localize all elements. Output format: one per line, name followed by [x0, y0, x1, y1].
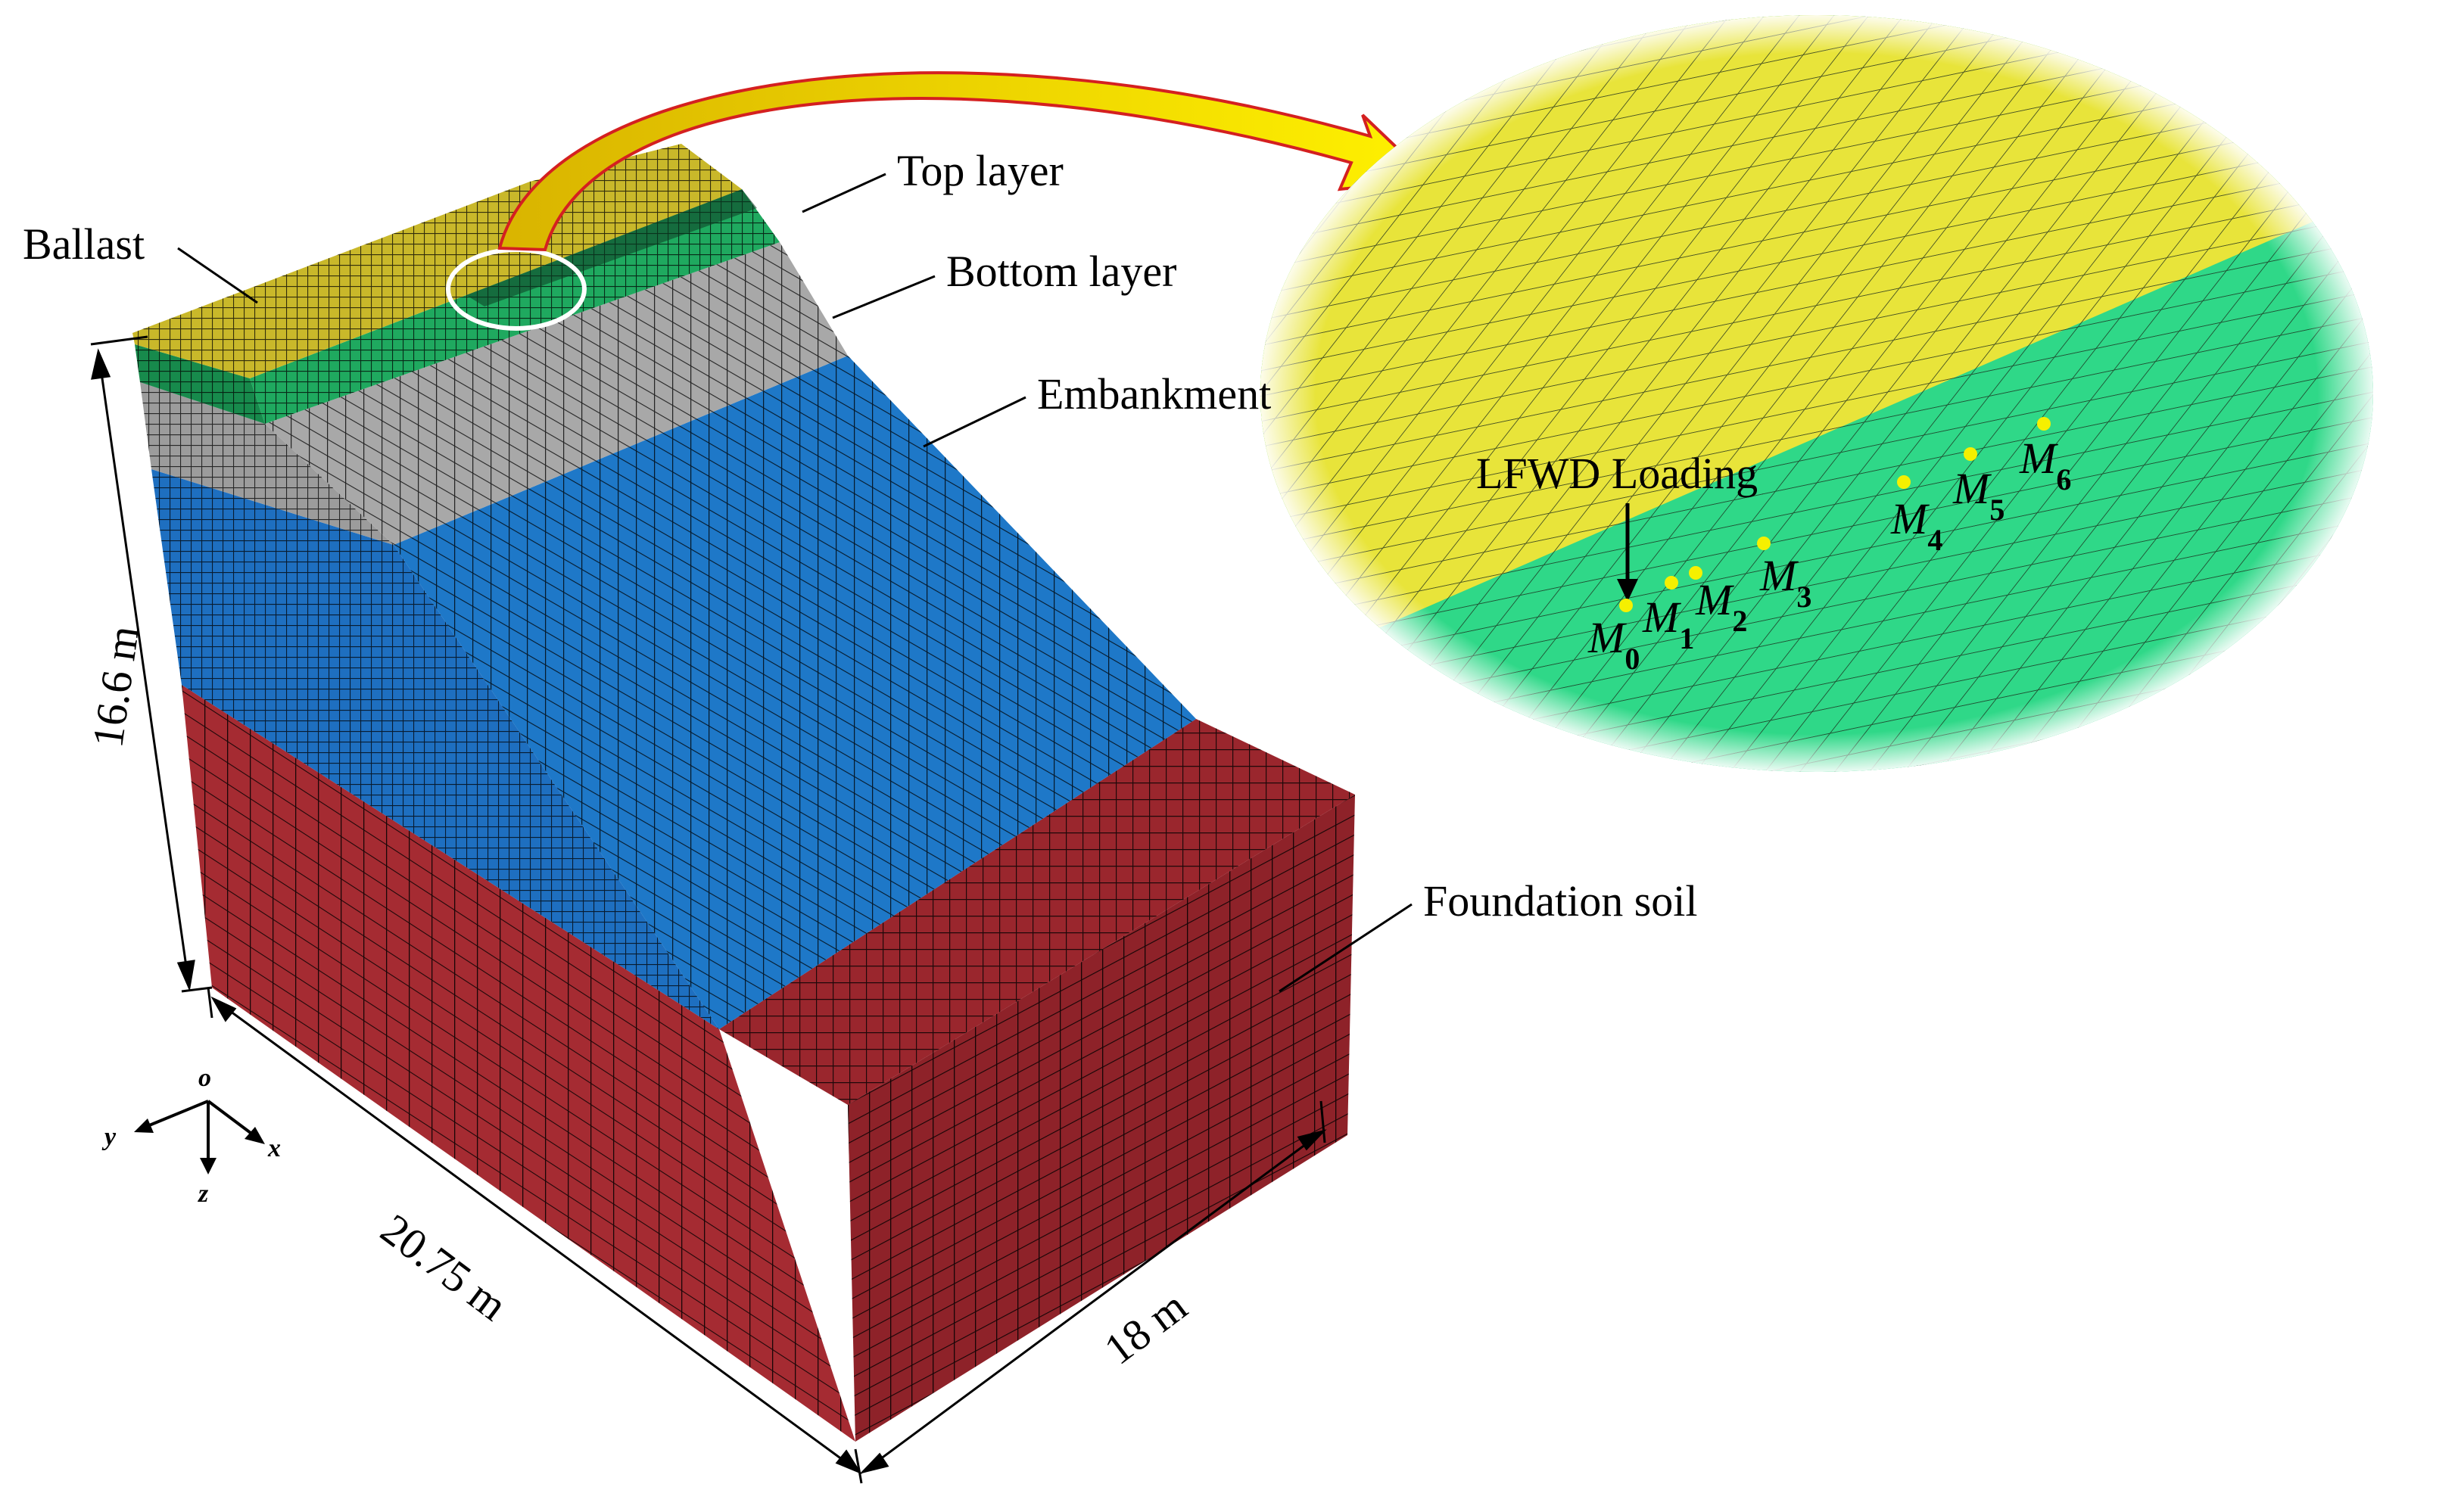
- measurement-point-dot: [1689, 566, 1702, 580]
- axis-y-label: y: [101, 1123, 117, 1151]
- lfwd-loading-label: LFWD Loading: [1476, 449, 1758, 498]
- axes-triad: [134, 1100, 265, 1174]
- length-dimension-label: 20.75 m: [372, 1204, 516, 1330]
- height-dimension: [90, 335, 213, 993]
- axis-x-label: x: [267, 1134, 281, 1162]
- lfwd-arrow: [1617, 503, 1638, 602]
- embankment-model: [132, 144, 1355, 1442]
- measurement-point-dot: [1897, 475, 1911, 489]
- measurement-point-dot: [2037, 417, 2051, 431]
- inset-zoom: [1260, 15, 2373, 772]
- ballast-label: Ballast: [23, 219, 145, 269]
- measurement-point-dot: [1665, 576, 1678, 590]
- axis-z-label: z: [198, 1180, 209, 1208]
- measurement-point-dot: [1757, 537, 1771, 550]
- axis-origin-label: o: [198, 1064, 211, 1092]
- top-layer-label: Top layer: [897, 146, 1064, 195]
- width-dimension-label: 18 m: [1095, 1281, 1196, 1374]
- height-dimension-label: 16.6 m: [83, 623, 148, 751]
- bottom-layer-label: Bottom layer: [946, 247, 1176, 296]
- measurement-point-dot: [1964, 447, 1977, 461]
- foundation-soil-label: Foundation soil: [1423, 876, 1698, 926]
- width-dimension: [859, 1100, 1327, 1474]
- length-dimension: [207, 987, 863, 1484]
- measurement-point-dot: [1619, 599, 1633, 612]
- embankment-label: Embankment: [1037, 369, 1271, 418]
